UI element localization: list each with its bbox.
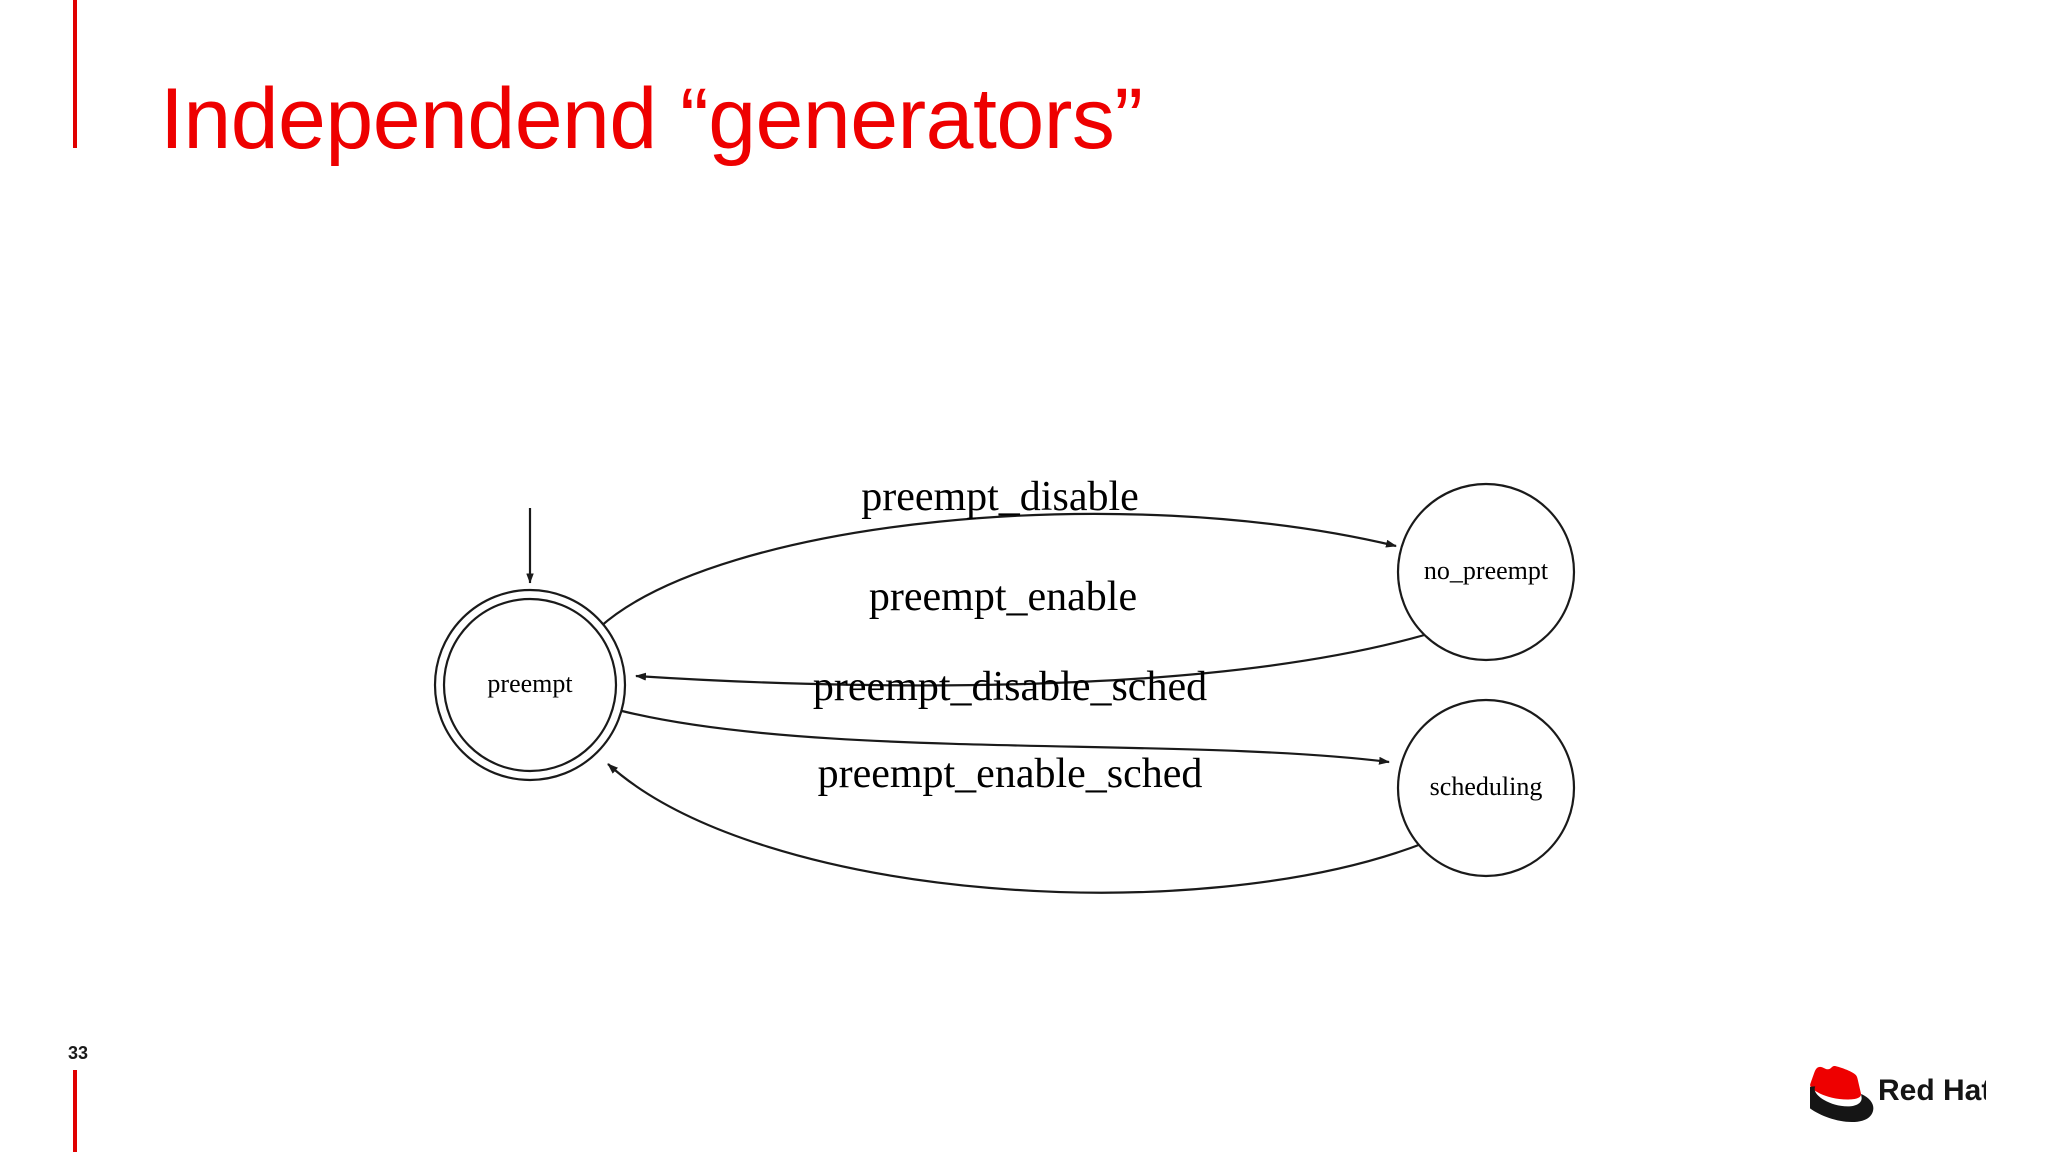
state-node-preempt-label: preempt — [487, 669, 573, 698]
edge-label-preempt-enable: preempt_enable — [869, 574, 1137, 620]
state-node-no-preempt-circle — [1396, 482, 1576, 662]
state-node-scheduling-label: scheduling — [1430, 772, 1543, 801]
state-node-no-preempt-label: no_preempt — [1424, 556, 1549, 585]
accent-bar-bottom — [73, 1070, 77, 1152]
red-hat-fedora-icon — [1800, 1066, 1874, 1123]
page-number: 33 — [68, 1043, 89, 1063]
state-node-preempt[interactable]: preempt — [433, 588, 627, 782]
accent-bar-top — [73, 0, 77, 148]
edge-preempt-to-no-preempt — [599, 512, 1397, 628]
state-machine-diagram: preempt no_preempt scheduling preempt_di… — [380, 420, 1660, 900]
state-node-no-preempt[interactable]: no_preempt — [1396, 482, 1576, 662]
page-title: Independend “generators” — [160, 71, 1143, 167]
edge-preempt-to-scheduling — [621, 709, 1390, 765]
edge-scheduling-to-preempt — [607, 763, 1425, 894]
edge-label-preempt-enable-sched: preempt_enable_sched — [818, 751, 1203, 797]
red-hat-wordmark: Red Hat — [1878, 1074, 1991, 1107]
edge-label-preempt-disable: preempt_disable — [861, 474, 1139, 520]
red-hat-wordmark-text: Red Hat — [1878, 1074, 1986, 1107]
state-node-preempt-inner — [442, 597, 618, 773]
state-node-scheduling[interactable]: scheduling — [1396, 698, 1576, 878]
state-node-scheduling-circle — [1396, 698, 1576, 878]
edge-label-preempt-disable-sched: preempt_disable_sched — [813, 664, 1207, 710]
edge-no-preempt-to-preempt — [635, 632, 1429, 687]
red-hat-logo: Red Hat — [1800, 1054, 1991, 1124]
